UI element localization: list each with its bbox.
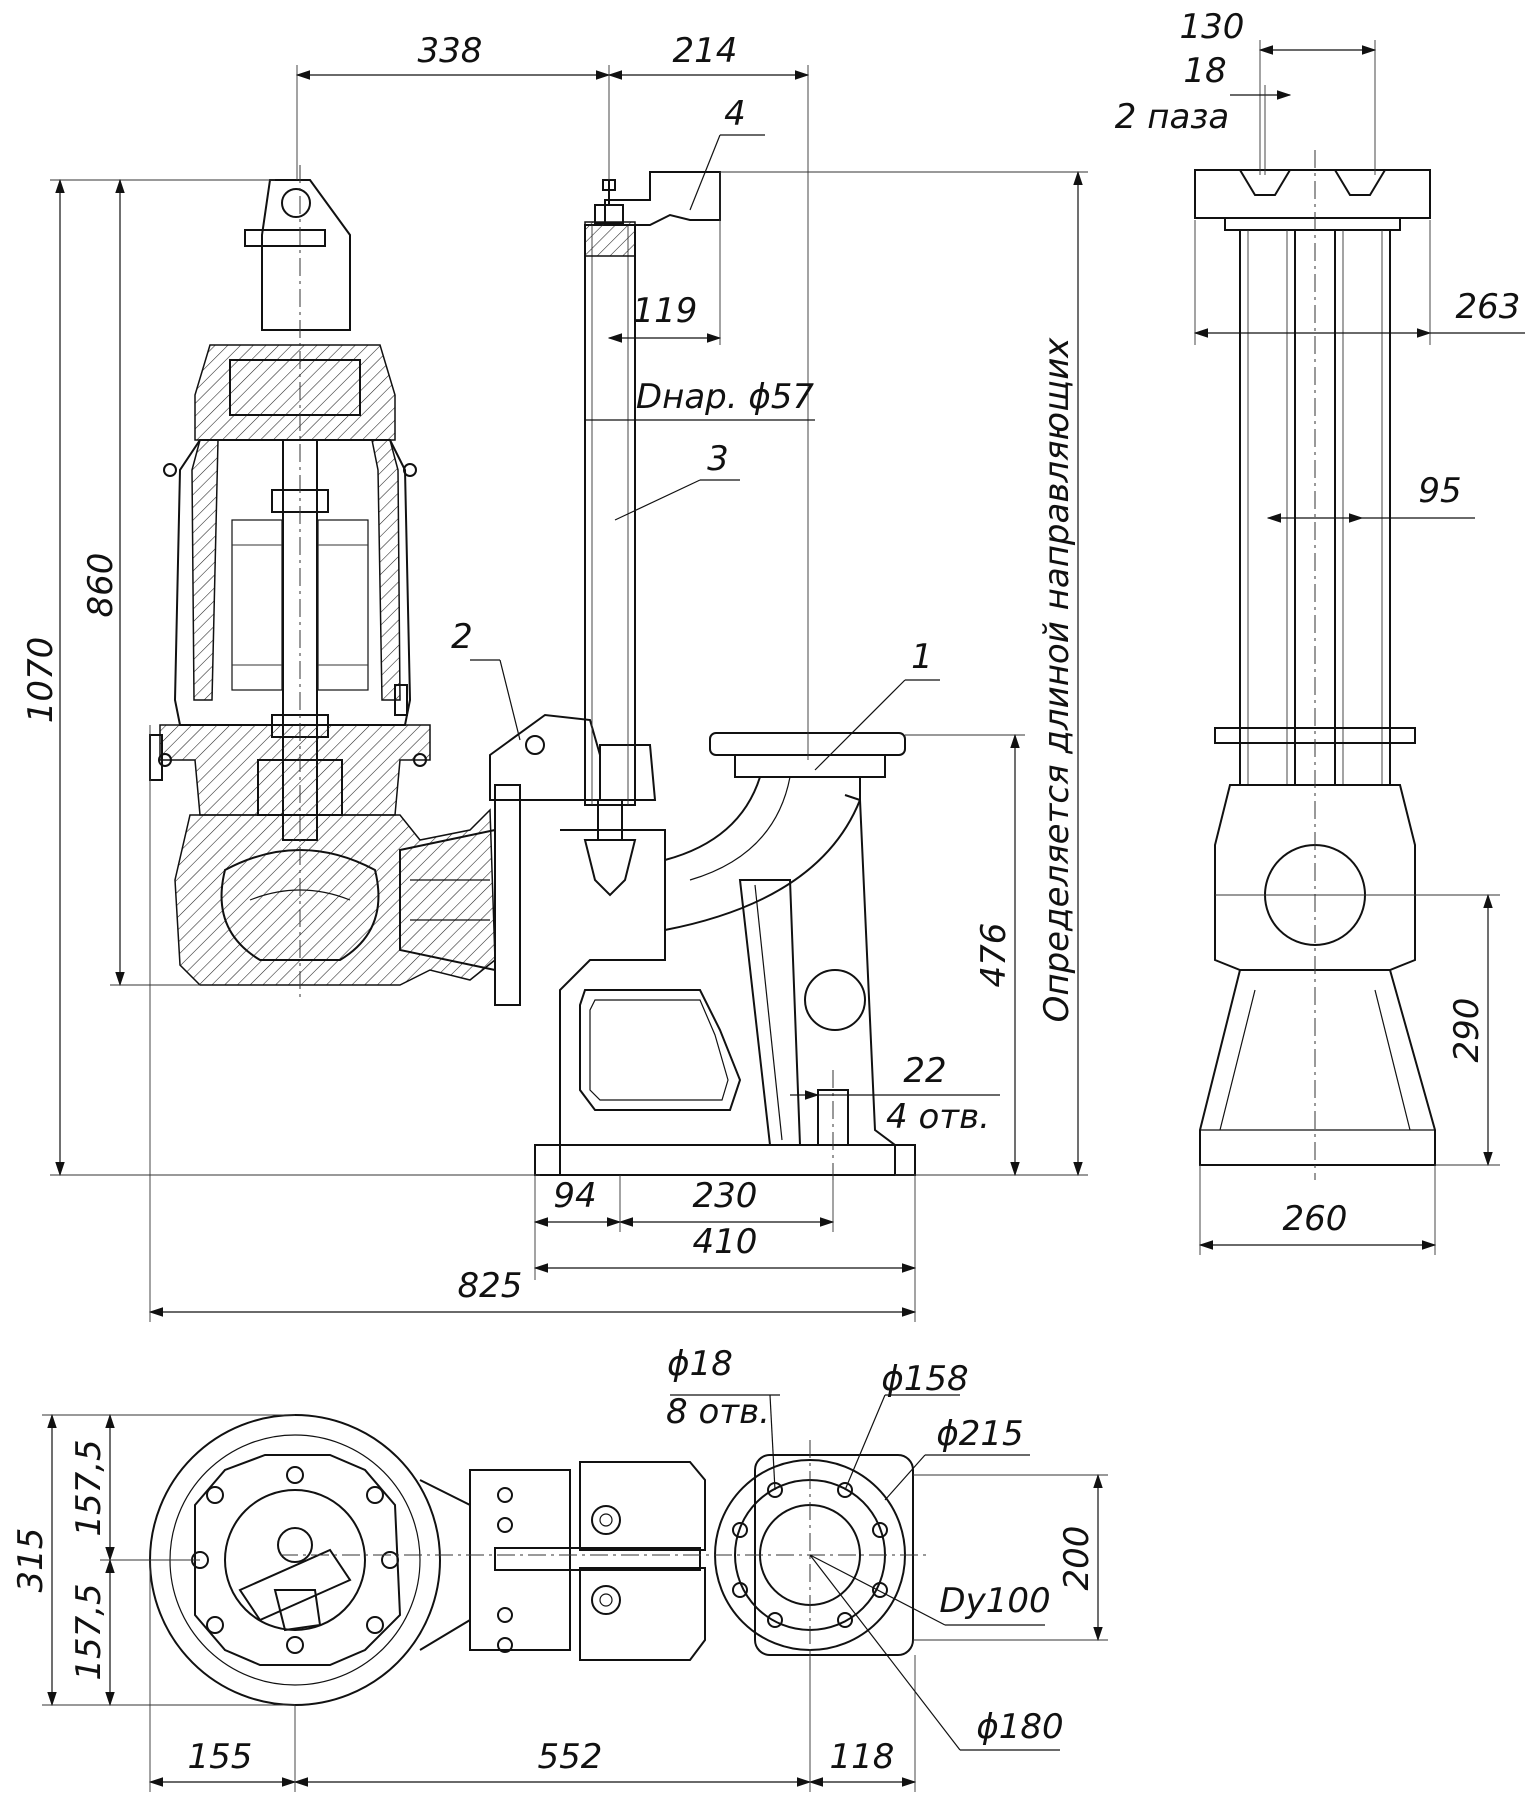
dim-outer-diameter: Dнар. ϕ57 xyxy=(636,377,815,417)
callout-3: 3 xyxy=(707,439,729,479)
dim-phi18: ϕ18 xyxy=(667,1344,733,1384)
dim-22: 22 xyxy=(903,1051,946,1091)
dim-slots: 2 паза xyxy=(1115,97,1229,137)
dim-phi215: ϕ215 xyxy=(936,1414,1023,1454)
elbow-base-front-view xyxy=(489,171,916,1180)
side-view xyxy=(1194,150,1436,1180)
dim-552: 552 xyxy=(538,1737,603,1777)
dim-holes-4: 4 отв. xyxy=(886,1097,990,1137)
dim-phi180: ϕ180 xyxy=(976,1707,1063,1747)
dim-476: 476 xyxy=(974,923,1014,988)
guide-length-note: Определяется длиной направляющих xyxy=(1037,337,1077,1023)
dim-230: 230 xyxy=(693,1176,758,1216)
dim-214: 214 xyxy=(673,31,738,71)
dimension-lines xyxy=(42,40,1525,1792)
dim-825: 825 xyxy=(458,1266,523,1306)
dim-130: 130 xyxy=(1180,7,1245,47)
dim-338: 338 xyxy=(418,31,483,71)
dim-410: 410 xyxy=(693,1222,758,1262)
dim-118: 118 xyxy=(830,1737,895,1777)
dim-phi158: ϕ158 xyxy=(881,1359,968,1399)
callout-2: 2 xyxy=(451,617,473,657)
dim-18: 18 xyxy=(1183,51,1226,91)
dim-94: 94 xyxy=(553,1176,596,1216)
callout-1: 1 xyxy=(911,637,933,677)
callout-4: 4 xyxy=(724,94,746,134)
pump-front-view xyxy=(149,165,521,1006)
dim-860: 860 xyxy=(81,553,121,618)
dim-263: 263 xyxy=(1456,287,1521,327)
dim-holes-8: 8 отв. xyxy=(666,1392,770,1432)
dim-315: 315 xyxy=(11,1528,51,1593)
dim-260: 260 xyxy=(1283,1199,1348,1239)
dim-1070: 1070 xyxy=(21,637,61,724)
dim-dy100: Dу100 xyxy=(939,1581,1050,1621)
dim-200: 200 xyxy=(1057,1526,1097,1591)
dim-95: 95 xyxy=(1418,471,1461,511)
dimension-labels: 338 214 130 18 2 паза 119 Dнар. ϕ57 263 … xyxy=(11,7,1520,1777)
dim-157-5-top: 157,5 xyxy=(69,1439,109,1536)
dim-155: 155 xyxy=(188,1737,253,1777)
dim-290: 290 xyxy=(1447,998,1487,1063)
dim-157-5-bottom: 157,5 xyxy=(69,1583,109,1680)
dim-119: 119 xyxy=(633,291,698,331)
plan-view xyxy=(149,1414,930,1706)
